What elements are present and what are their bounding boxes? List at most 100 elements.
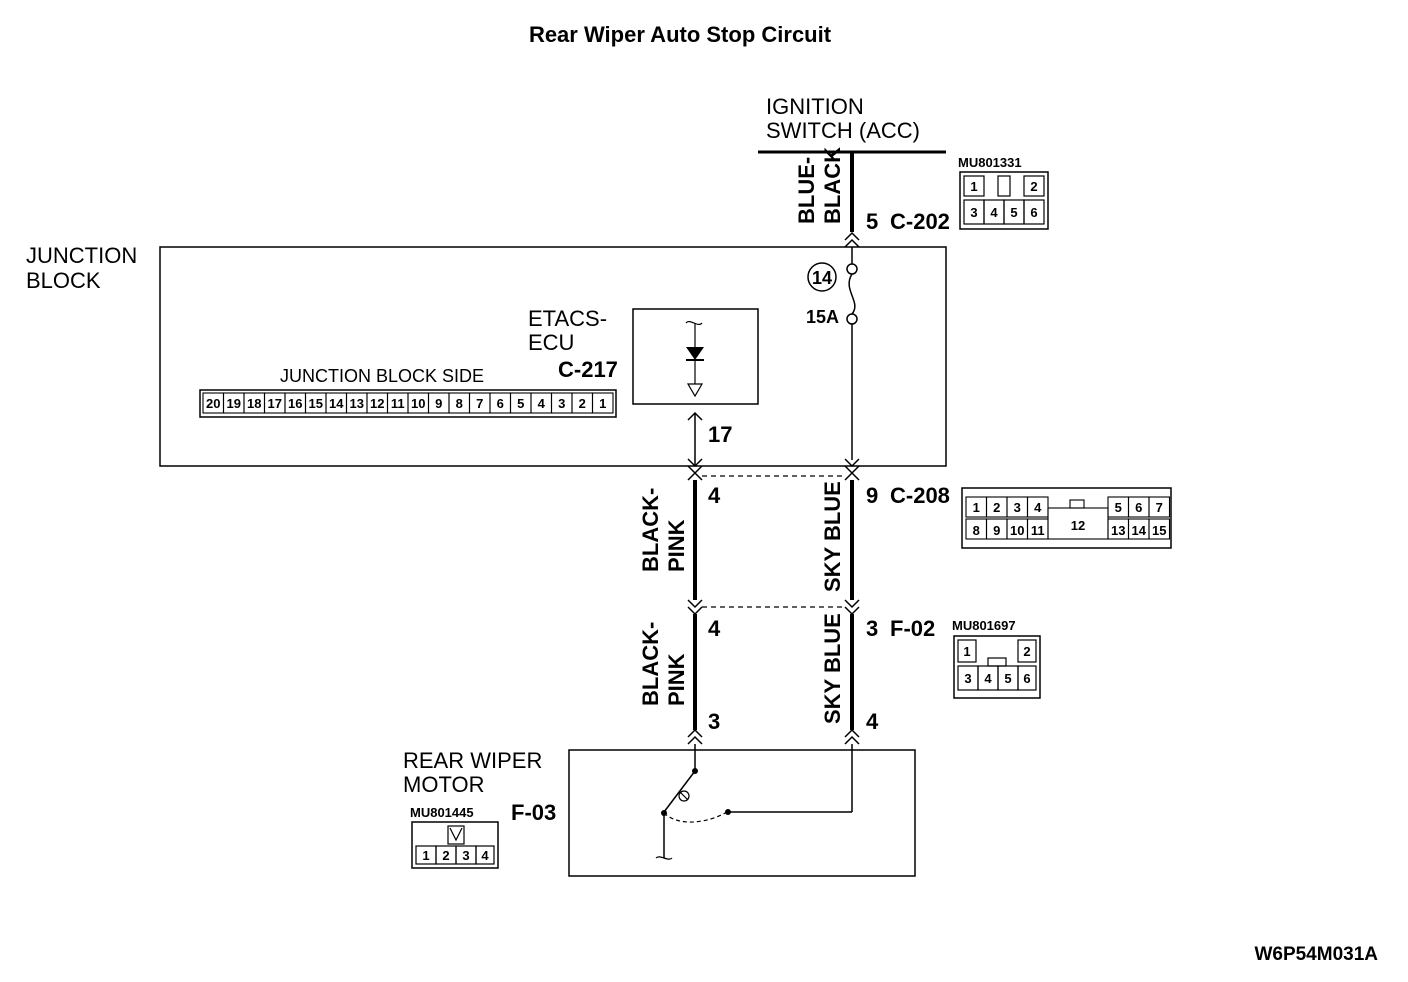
junction-block-outline bbox=[159, 246, 947, 467]
f02-cell: 1 bbox=[963, 644, 970, 659]
c208-cell: 3 bbox=[1014, 500, 1021, 515]
f02-pin-right: 3 bbox=[866, 616, 878, 641]
c202-connector-face: MU801331 1 2 3 4 5 6 bbox=[958, 155, 1049, 230]
wire-label-sky-blue-2: SKY BLUE bbox=[820, 613, 845, 724]
f02-cell: 4 bbox=[984, 671, 992, 686]
etacs-connector: C-217 bbox=[558, 357, 618, 382]
junction-block-side-pin: 10 bbox=[411, 396, 425, 411]
c208-pin-cell bbox=[1148, 518, 1171, 540]
junction-block-side-pin: 14 bbox=[329, 396, 344, 411]
c208-cell: 13 bbox=[1111, 523, 1125, 538]
c202-part-number: MU801331 bbox=[958, 155, 1022, 170]
c202-cell: 4 bbox=[990, 205, 998, 220]
junction-block-side-pin: 19 bbox=[227, 396, 241, 411]
c202-cell: 5 bbox=[1010, 205, 1017, 220]
fuse-number-circle bbox=[807, 262, 837, 292]
wire-label-sky-blue-1: SKY BLUE bbox=[820, 481, 845, 592]
c208-cell: 2 bbox=[993, 500, 1000, 515]
junction-block-side-pin: 2 bbox=[579, 396, 586, 411]
c202-cell: 3 bbox=[970, 205, 977, 220]
figure-id: W6P54M031A bbox=[1254, 944, 1378, 965]
etacs-label-line2: ECU bbox=[528, 330, 574, 355]
rear-wiper-motor-label-line2: MOTOR bbox=[403, 772, 484, 797]
f03-part-number: MU801445 bbox=[410, 805, 474, 820]
junction-block-side-pin: 12 bbox=[370, 396, 384, 411]
junction-block-label-line1: JUNCTION bbox=[26, 243, 137, 268]
f02-part-number: MU801697 bbox=[952, 618, 1016, 633]
etacs-label-line1: ETACS- bbox=[528, 306, 607, 331]
c208-pin-cell bbox=[1026, 496, 1049, 518]
f03-cell: 1 bbox=[422, 848, 429, 863]
c208-cell: 15 bbox=[1152, 523, 1166, 538]
ground-icon bbox=[686, 383, 704, 398]
etacs-pin: 17 bbox=[708, 422, 732, 447]
c208-cell: 7 bbox=[1156, 500, 1163, 515]
c208-cell: 6 bbox=[1135, 500, 1142, 515]
junction-block-side-pin: 15 bbox=[309, 396, 323, 411]
c208-cell: 11 bbox=[1031, 523, 1045, 538]
f02-connector-face: MU801697 1 2 3 4 5 6 bbox=[952, 618, 1041, 699]
c202-pin: 5 bbox=[866, 209, 878, 234]
f02-cell: 2 bbox=[1023, 644, 1030, 659]
f02-cell: 6 bbox=[1023, 671, 1030, 686]
c208-center-pin: 12 bbox=[1071, 518, 1085, 533]
junction-block-side-pin: 4 bbox=[538, 396, 546, 411]
rear-wiper-motor-box bbox=[568, 749, 916, 877]
junction-block-side-pin: 18 bbox=[247, 396, 261, 411]
wire-label-blue-black-line2: BLACK bbox=[820, 147, 845, 224]
f03-name: F-03 bbox=[511, 800, 556, 825]
junction-block-side-pin: 3 bbox=[558, 396, 565, 411]
c208-cell: 10 bbox=[1010, 523, 1024, 538]
ignition-switch-label-line2: SWITCH (ACC) bbox=[766, 118, 920, 143]
wire-label-black-pink-2-line2: PINK bbox=[664, 653, 689, 706]
wire-label-black-pink-1-line1: BLACK- bbox=[638, 488, 663, 572]
fuse-rating: 15A bbox=[806, 307, 839, 327]
wire-label-black-pink-2-line1: BLACK- bbox=[638, 622, 663, 706]
junction-block-side-pin: 8 bbox=[456, 396, 463, 411]
f02-cell: 3 bbox=[964, 671, 971, 686]
c202-cell: 6 bbox=[1030, 205, 1037, 220]
fuse-14: 14 15A bbox=[806, 247, 858, 460]
junction-block-side-pin: 20 bbox=[206, 396, 220, 411]
c208-cell: 9 bbox=[993, 523, 1000, 538]
c208-cell: 1 bbox=[973, 500, 980, 515]
junction-block-label-line2: BLOCK bbox=[26, 268, 101, 293]
c208-pin-right: 9 bbox=[866, 483, 878, 508]
f02-name: F-02 bbox=[890, 616, 935, 641]
junction-block-side-pin: 1 bbox=[599, 396, 606, 411]
c208-cell: 4 bbox=[1034, 500, 1042, 515]
f02-cell: 5 bbox=[1004, 671, 1011, 686]
junction-block-side-pin: 6 bbox=[497, 396, 504, 411]
f03-pin-right: 4 bbox=[866, 709, 879, 734]
c208-latch bbox=[1069, 499, 1085, 509]
c208-cell: 5 bbox=[1115, 500, 1122, 515]
junction-block-side-pin: 5 bbox=[517, 396, 524, 411]
wire-label-black-pink-1-line2: PINK bbox=[664, 519, 689, 572]
junction-block-side-pin-cell bbox=[591, 392, 614, 414]
c202-chevron bbox=[844, 231, 860, 248]
f03-cell: 3 bbox=[462, 848, 469, 863]
c208-name: C-208 bbox=[890, 483, 950, 508]
diode-icon bbox=[686, 347, 704, 360]
junction-block-side-label: JUNCTION BLOCK SIDE bbox=[280, 366, 484, 386]
c208-chevrons bbox=[687, 458, 860, 481]
rear-wiper-motor: REAR WIPER MOTOR F-03 bbox=[403, 744, 916, 877]
junction-block-side-pin: 16 bbox=[288, 396, 302, 411]
junction-block-side-pin: 9 bbox=[435, 396, 442, 411]
f03-chevrons bbox=[687, 728, 860, 745]
ignition-switch: IGNITION SWITCH (ACC) bbox=[758, 94, 946, 154]
f03-pin-left: 3 bbox=[708, 709, 720, 734]
wire-label-blue-black-line1: BLUE- bbox=[794, 157, 819, 224]
f02-pin-left: 4 bbox=[708, 616, 721, 641]
c202-cell: 2 bbox=[1030, 179, 1037, 194]
f03-cell: 4 bbox=[481, 848, 489, 863]
f03-cell: 2 bbox=[442, 848, 449, 863]
f03-connector-face: MU801445 1 2 3 4 bbox=[410, 805, 499, 869]
rear-wiper-motor-label-line1: REAR WIPER bbox=[403, 748, 542, 773]
c202-cell: 1 bbox=[970, 179, 977, 194]
ignition-switch-label-line1: IGNITION bbox=[766, 94, 864, 119]
junction-block-side-pin: 11 bbox=[391, 396, 405, 411]
